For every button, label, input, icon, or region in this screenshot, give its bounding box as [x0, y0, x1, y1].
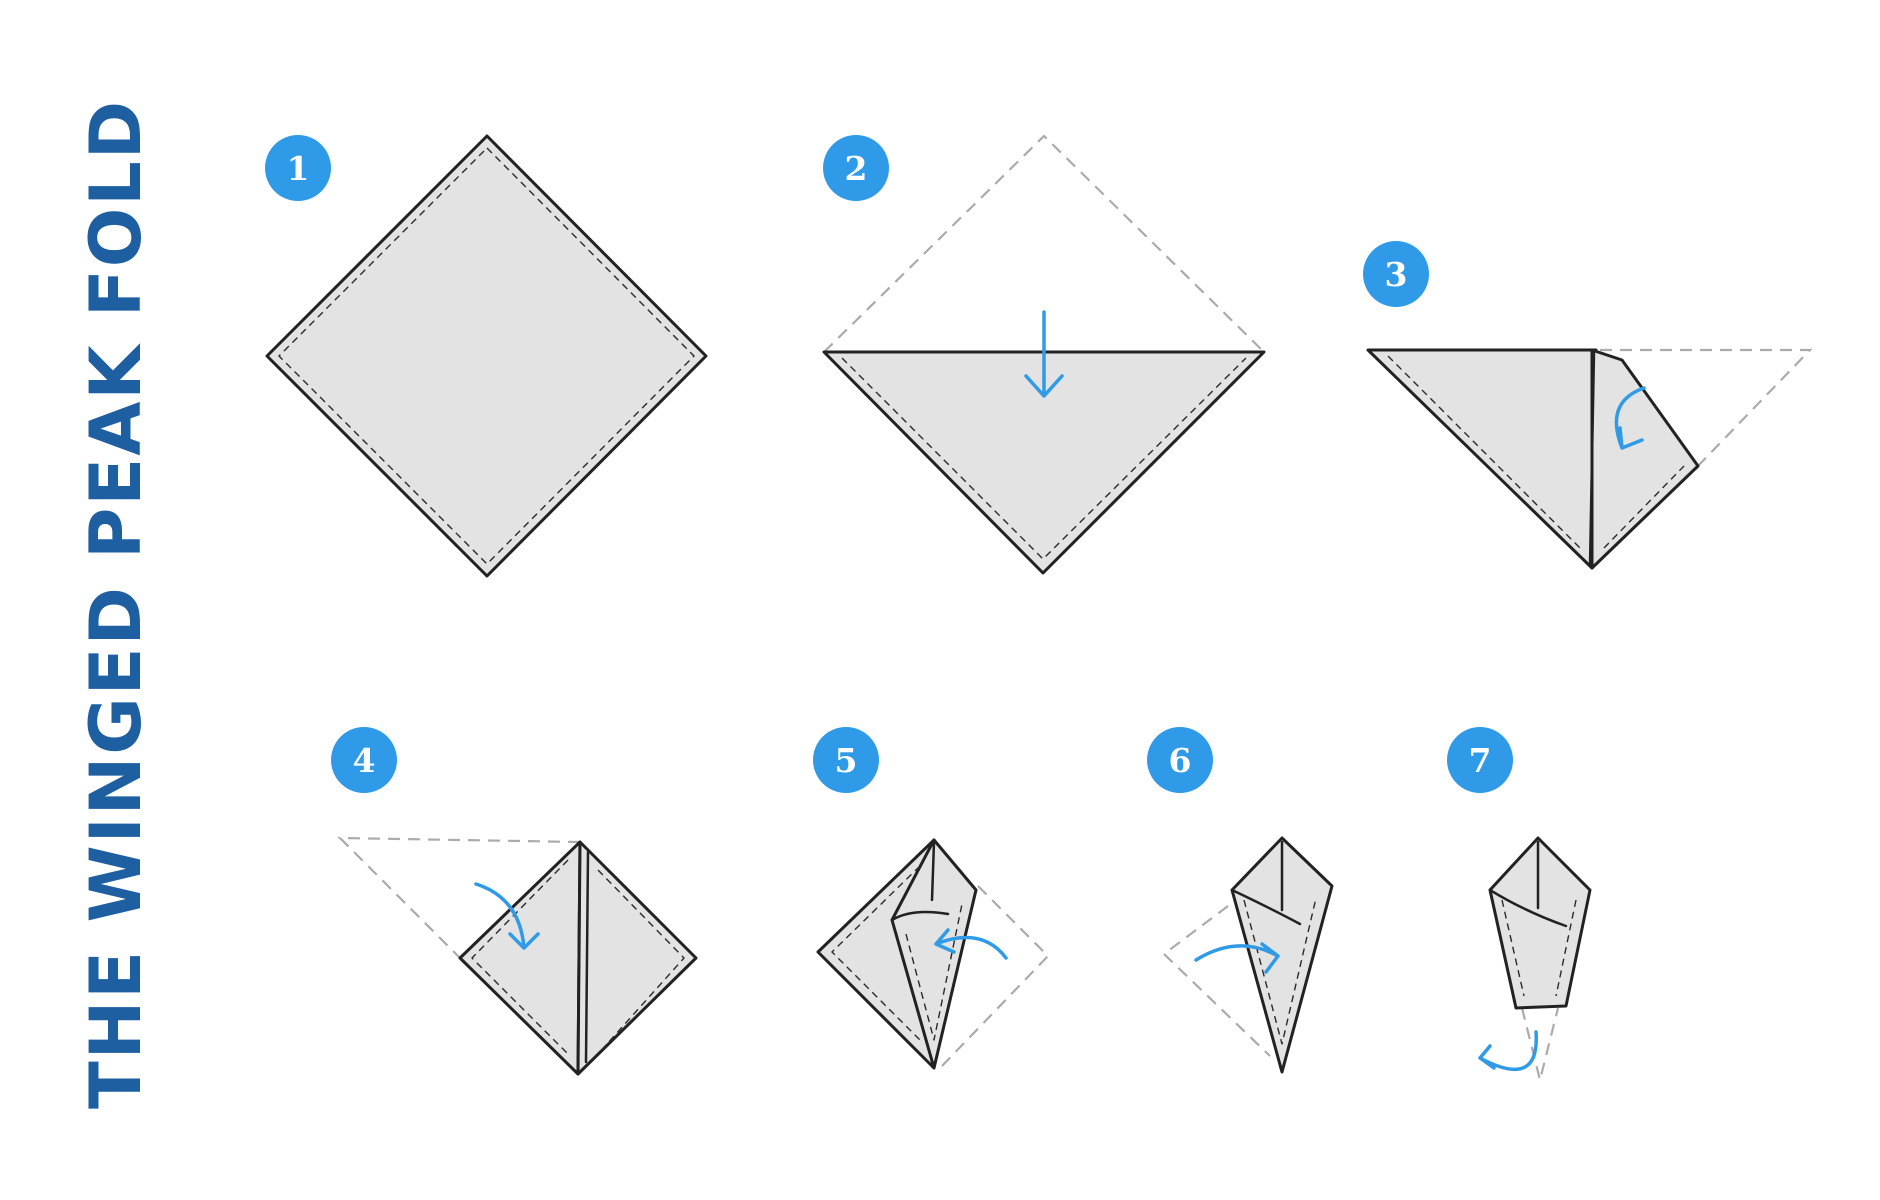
curved-arrow-icon [1478, 1030, 1538, 1072]
arrow-down-icon [1024, 310, 1064, 398]
fold-crease [1488, 888, 1568, 928]
stitch-line [905, 903, 963, 1041]
step-5-illustration [816, 838, 1050, 1070]
previous-outline [1520, 1007, 1560, 1081]
previous-outline [941, 885, 1050, 1067]
curved-arrow-icon [1614, 386, 1646, 450]
fold-crease [576, 844, 582, 1074]
step-4-illustration [337, 836, 698, 1076]
step-number: 3 [1385, 255, 1408, 294]
folded-flap [1590, 348, 1700, 570]
curved-arrow-icon [1194, 942, 1280, 974]
step-1-badge: 1 [265, 135, 331, 201]
stitch-line [597, 869, 685, 1055]
step-3-badge: 3 [1363, 241, 1429, 307]
stitch-line [1555, 899, 1577, 997]
cone-body [1230, 836, 1334, 1074]
fold-crease [890, 910, 950, 922]
pocket-square [265, 134, 708, 578]
step-5-badge: 5 [813, 727, 879, 793]
fold-crease [930, 840, 936, 902]
stitch-line [1387, 355, 1581, 549]
step-7-illustration [1478, 836, 1592, 1081]
step-7-badge: 7 [1447, 727, 1513, 793]
fold-crease [584, 850, 590, 1064]
curved-arrow-icon [474, 882, 540, 950]
stitch-line [278, 147, 695, 565]
step-number: 7 [1469, 741, 1492, 780]
step-6-illustration [1162, 836, 1334, 1074]
front-flap [890, 838, 978, 1070]
step-number: 4 [353, 741, 376, 780]
right-panel [576, 840, 698, 1076]
step-number: 6 [1169, 741, 1192, 780]
stitch-line [841, 357, 1247, 560]
fold-crease [1230, 888, 1302, 926]
step-1-illustration [265, 134, 708, 578]
step-number: 5 [835, 741, 858, 780]
stitch-line [471, 859, 569, 1055]
stitch-line [1501, 899, 1525, 997]
step-4-badge: 4 [331, 727, 397, 793]
finished-fold [1488, 836, 1592, 1010]
step-number: 2 [845, 149, 868, 188]
curved-arrow-icon [934, 928, 1008, 960]
left-panel [1366, 348, 1598, 570]
fold-crease [1588, 350, 1596, 568]
step-2-illustration [822, 134, 1266, 575]
previous-outline [337, 836, 581, 959]
step-2-badge: 2 [823, 135, 889, 201]
previous-outline [1600, 348, 1813, 467]
step-number: 1 [287, 149, 310, 188]
left-panel [458, 840, 582, 1076]
step-6-badge: 6 [1147, 727, 1213, 793]
stitch-line [831, 865, 921, 1041]
step-3-illustration [1366, 348, 1813, 570]
previous-outline [823, 134, 1265, 353]
previous-outline [1162, 905, 1271, 1057]
